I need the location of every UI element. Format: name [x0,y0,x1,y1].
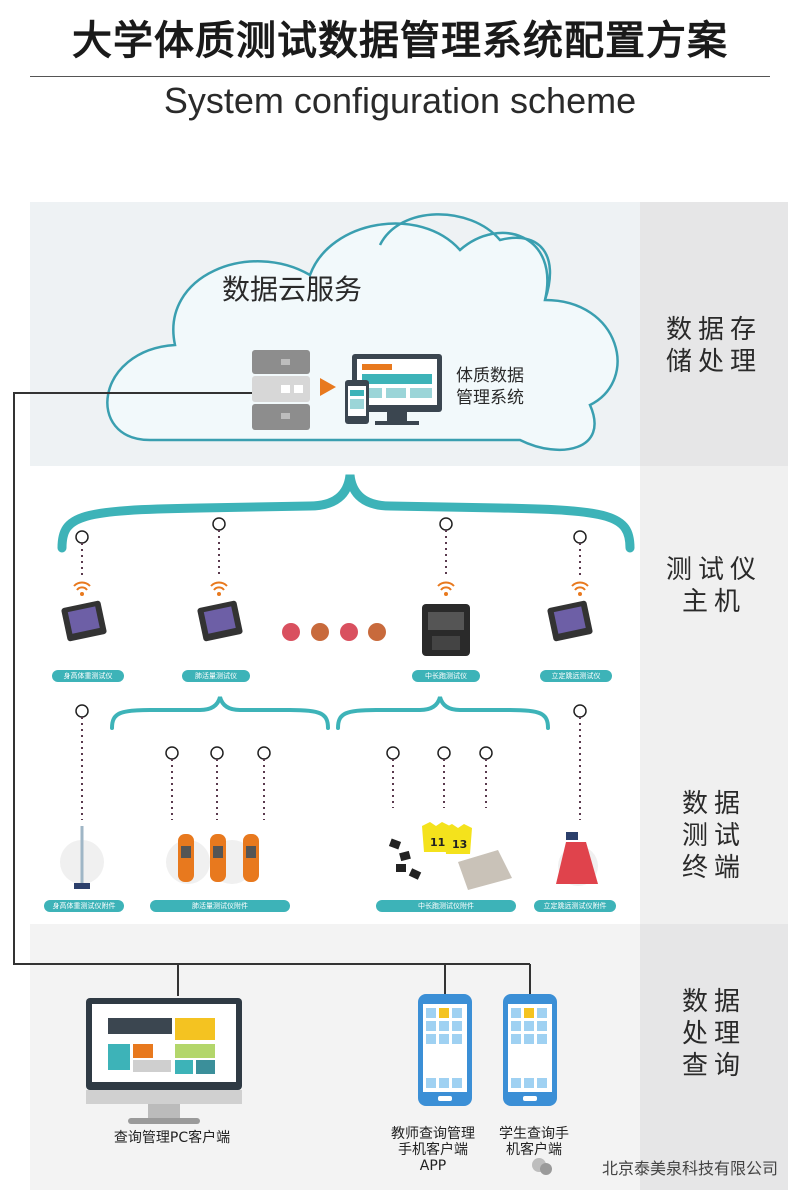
pc-client-label: 查询管理PC客户端 [113,1130,231,1146]
title-divider [30,76,770,77]
terminal-label-2: 肺活量测试仪附件 [150,900,290,912]
terminal-label-1: 身高体重测试仪附件 [44,900,124,912]
host-label-1: 身高体重测试仪 [52,670,124,682]
cloud-title: 数据云服务 [222,273,363,306]
terminal-node-run [386,746,512,890]
company-watermark: 北京泰美泉科技有限公司 [601,1159,778,1178]
hosts-brace [57,474,635,553]
server-icon [252,350,310,430]
host-node-4 [547,530,593,642]
layer-label-storage-text: 数据存储处理 [666,315,763,377]
layer-label-terminals: 数据测试终端 [640,692,788,924]
host-label-2: 肺活量测试仪 [182,670,250,682]
layer-label-storage: 数据存储处理 [640,202,788,466]
terminal-node-lung [165,746,271,884]
terminal-band [30,466,640,924]
bib-number-1: 11 [430,836,445,849]
terminal-label-4: 立定跳远测试仪附件 [534,900,616,912]
monitor-icon [352,354,442,425]
connection-line [13,392,530,965]
cloud-back-shape [378,213,552,301]
teacher-client-label: 教师查询管理手机客户端APP [391,1126,475,1174]
wechat-icon [532,1158,552,1175]
layer-label-query: 数据处理查询 [640,924,788,1190]
host-label-3: 中长跑测试仪 [412,670,480,682]
student-client-label: 学生查询手机客户端 [499,1126,569,1158]
arrow-icon [320,378,336,396]
pc-client-icon [86,998,242,1124]
host-node-2 [197,517,243,642]
system-label: 体质数据管理系统 [456,366,524,408]
layer-label-hosts: 测试仪主机 [640,466,788,692]
host-ellipsis-dots [282,623,386,641]
terminal-brace-right [336,696,550,730]
layer-label-hosts-text: 测试仪主机 [666,555,763,617]
terminal-brace-left [110,696,330,730]
terminal-node-jump [556,704,598,886]
page-subtitle: System configuration scheme [163,80,637,121]
teacher-phone-icon [418,994,472,1106]
layer-label-terminals-text: 数据测试终端 [682,789,747,883]
terminal-node-height [60,704,104,889]
phone-icon [345,380,369,424]
terminal-label-3: 中长跑测试仪附件 [376,900,516,912]
layer-label-query-text: 数据处理查询 [682,987,747,1081]
host-label-4: 立定跳远测试仪 [540,670,612,682]
host-node-3 [422,517,470,656]
student-phone-icon [503,994,557,1106]
host-node-1 [61,530,107,642]
page-title: 大学体质测试数据管理系统配置方案 [72,18,728,64]
bib-number-2: 13 [452,838,467,851]
